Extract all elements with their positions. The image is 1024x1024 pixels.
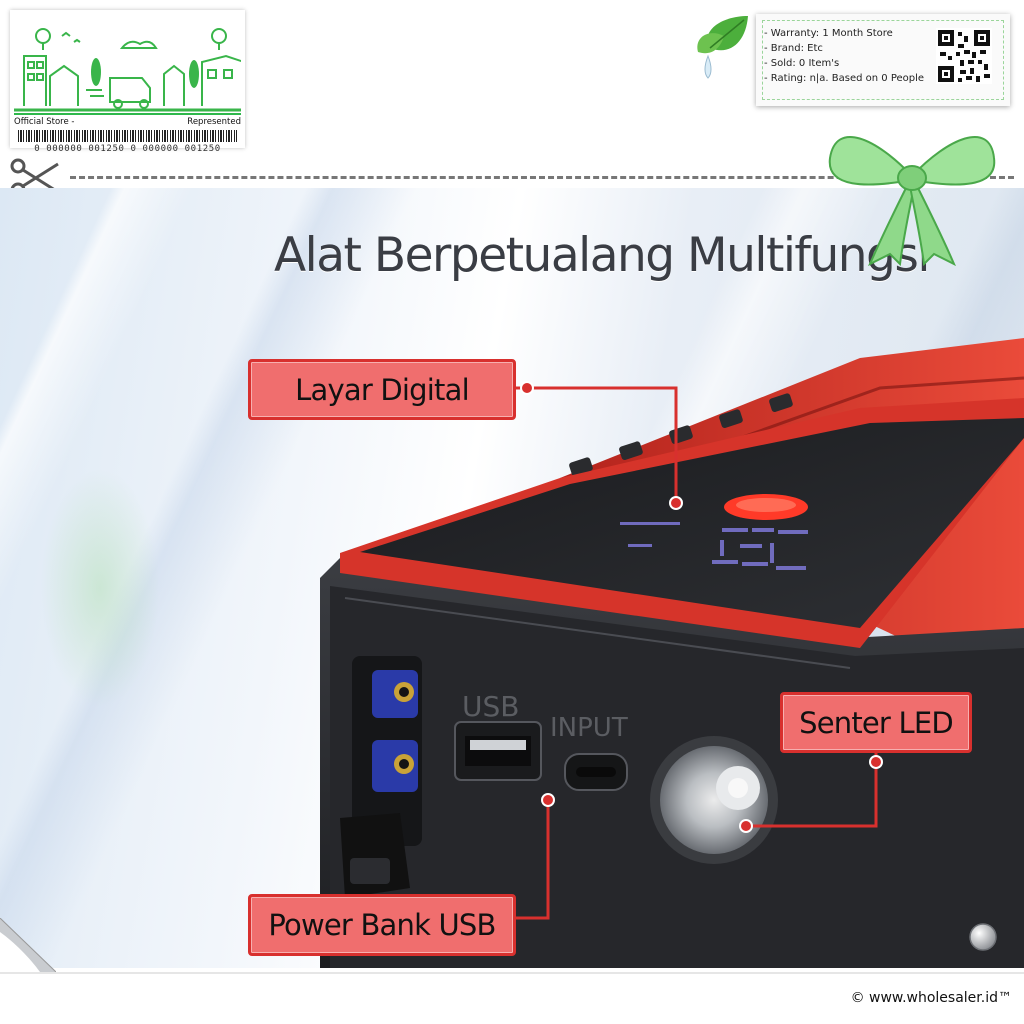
product-info-list: - Warranty: 1 Month Store - Brand: Etc -… <box>764 26 924 86</box>
headline: Alat Berpetualang Multifungsi <box>274 228 930 283</box>
page-curl-icon <box>0 918 56 972</box>
city-delivery-icon <box>14 28 241 112</box>
callout-led-light: Senter LED <box>780 692 972 753</box>
input-port-label: INPUT <box>550 713 628 743</box>
store-right-label: Represented <box>187 116 241 127</box>
store-left-label: Official Store - <box>14 116 75 127</box>
info-card-border <box>762 20 1004 100</box>
dashed-cut-line <box>70 176 1014 179</box>
callout-usb-power-bank: Power Bank USB <box>248 894 516 956</box>
jump-starter-device: USB INPUT <box>320 338 1024 968</box>
ribbon-bow-icon <box>828 136 996 266</box>
round-button-icon[interactable] <box>968 922 998 952</box>
sold-text: - Sold: 0 Item's <box>764 58 840 69</box>
rating-text: - Rating: n|a. Based on 0 People <box>764 73 925 84</box>
product-info-card: - Warranty: 1 Month Store - Brand: Etc -… <box>756 14 1010 106</box>
barcode-number: 0 000000 001250 0 000000 001250 <box>34 144 221 154</box>
warranty-text: - Warranty: 1 Month Store <box>764 28 893 39</box>
callout-digital-display: Layar Digital <box>248 359 516 420</box>
store-label-row: Official Store - Represented <box>14 113 241 128</box>
usb-port-label: USB <box>462 690 519 723</box>
background-green-blur <box>40 468 160 708</box>
footer-divider <box>0 972 1024 974</box>
qr-code-icon <box>936 28 992 84</box>
leaf-droplet-icon <box>697 16 748 79</box>
barcode <box>18 130 237 142</box>
copyright-text: © www.wholesaler.id™ <box>850 990 1012 1006</box>
official-store-badge: Official Store - Represented 0 000000 00… <box>10 10 245 154</box>
brand-text: - Brand: Etc <box>764 43 823 54</box>
product-photo: USB INPUT <box>0 188 1024 968</box>
